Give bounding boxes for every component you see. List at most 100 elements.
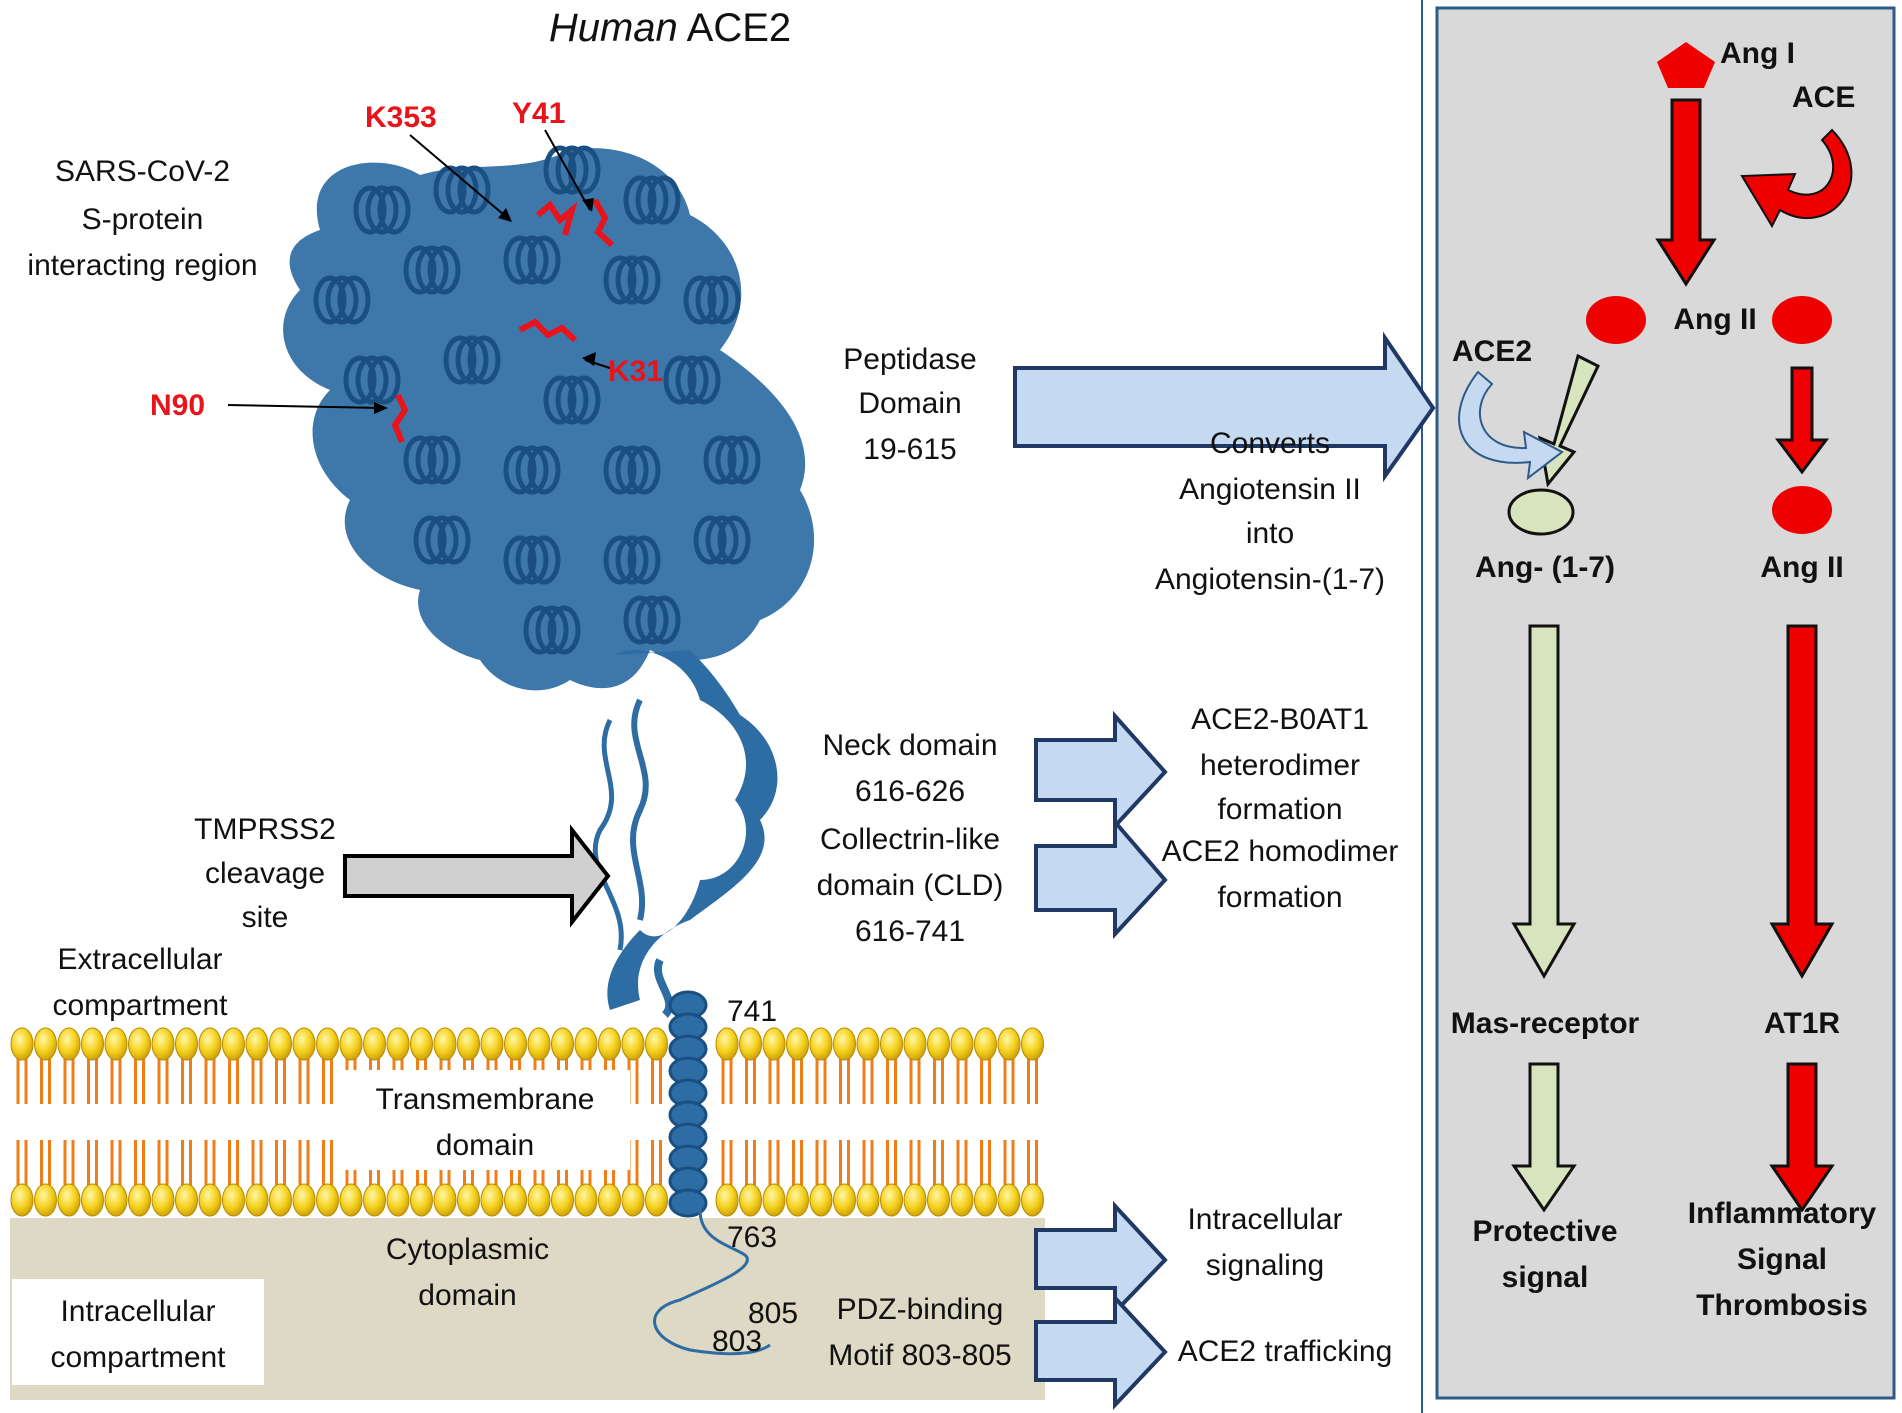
lipid-head — [57, 1027, 81, 1061]
lipid-tail — [815, 1140, 827, 1186]
lipid-tail — [933, 1140, 944, 1186]
helix-coil — [627, 535, 661, 585]
helix-coil — [415, 435, 449, 485]
lipid-head — [81, 1183, 104, 1217]
lipid-head — [363, 1183, 386, 1217]
ang2-right-oval — [1772, 486, 1832, 534]
lipid-head — [269, 1027, 292, 1061]
lipid-head — [104, 1027, 128, 1061]
helix-coil — [523, 605, 557, 655]
homo-label-1: ACE2 homodimer — [1161, 835, 1399, 868]
lipid-head — [856, 1183, 880, 1217]
helix-coil — [615, 535, 649, 585]
ang1-pentagon — [1657, 42, 1715, 88]
lipid-tail — [322, 1058, 333, 1104]
lipid-head — [833, 1183, 856, 1217]
peptidase-label-1: Peptidase — [843, 343, 977, 376]
helix-coil — [527, 535, 561, 585]
lipid-tail — [956, 1140, 968, 1186]
helix-coil — [443, 335, 477, 385]
helix-coil — [427, 435, 461, 485]
lipid-tail — [651, 1140, 662, 1186]
lipid-head — [316, 1027, 339, 1061]
mas-receptor-label: Mas-receptor — [1450, 1007, 1640, 1040]
tmprss2-label-3: site — [241, 901, 289, 934]
residue-y41: Y41 — [512, 97, 566, 130]
helix-coil — [703, 435, 737, 485]
lipid-tail — [745, 1140, 756, 1186]
lipid-tail — [1003, 1140, 1015, 1186]
lipid-head — [292, 1183, 316, 1217]
lipid-tail — [862, 1058, 874, 1104]
lipid-tail — [134, 1058, 145, 1104]
signaling-label-2: signaling — [1205, 1249, 1325, 1282]
lipid-head — [645, 1183, 668, 1217]
lipid-tail — [157, 1140, 169, 1186]
lipid-tail — [886, 1058, 897, 1104]
helix-coil — [457, 165, 491, 215]
residue-741: 741 — [727, 995, 778, 1028]
residue-arrowheads — [374, 198, 596, 414]
ace-curved-arrow — [1740, 128, 1853, 229]
transmembrane-label-2: domain — [435, 1129, 535, 1162]
helix-coil — [367, 355, 401, 405]
ace-label: ACE — [1792, 81, 1856, 114]
helix-coil — [627, 445, 661, 495]
helix-coil — [623, 595, 657, 645]
lipid-head — [104, 1183, 128, 1217]
helix-coil — [415, 245, 449, 295]
helix-coil — [675, 355, 709, 405]
lipid-tail — [1027, 1140, 1038, 1186]
inflammatory-label-3: Thrombosis — [1696, 1289, 1868, 1322]
lipid-head — [880, 1183, 903, 1217]
lipid-head — [621, 1183, 645, 1217]
residue-pointers — [227, 129, 611, 409]
diagram-title: Human ACE2 — [0, 6, 1340, 51]
helix-coil — [615, 255, 649, 305]
protective-label-1: Protective — [1472, 1215, 1618, 1248]
residue-k31: K31 — [608, 355, 664, 388]
helix-coil — [555, 145, 589, 195]
helix-coil — [353, 185, 387, 235]
lipid-tail — [181, 1140, 192, 1186]
intracellular-label-2: compartment — [50, 1341, 226, 1374]
helix-coil — [543, 145, 577, 195]
helix-coil — [603, 255, 637, 305]
trafficking-label: ACE2 trafficking — [1177, 1335, 1393, 1368]
lipid-tail — [40, 1058, 51, 1104]
helix-coil — [717, 515, 751, 565]
lipid-head — [527, 1183, 551, 1217]
lipid-tail — [745, 1058, 756, 1104]
lipid-tail — [228, 1140, 239, 1186]
intracellular-label-1: Intracellular — [60, 1295, 216, 1328]
lipid-tail — [956, 1058, 968, 1104]
lipid-tail — [792, 1058, 803, 1104]
lipid-head — [245, 1027, 269, 1061]
pdz-label-1: PDZ-binding — [836, 1293, 1004, 1326]
inflammatory-label-2: Signal — [1736, 1243, 1827, 1276]
lipid-head — [739, 1027, 762, 1061]
lipid-head — [997, 1027, 1021, 1061]
lipid-head — [245, 1183, 269, 1217]
pdz-label-2: Motif 803-805 — [828, 1339, 1012, 1372]
lipid-head — [433, 1027, 457, 1061]
helix-coil — [567, 375, 601, 425]
lipid-head — [222, 1183, 245, 1217]
lipid-tail — [721, 1140, 733, 1186]
lipid-tail — [87, 1140, 98, 1186]
helix-coil — [627, 255, 661, 305]
hetero-label-2: heterodimer — [1199, 749, 1361, 782]
lipid-head — [927, 1027, 950, 1061]
intracellular-box — [12, 1279, 264, 1385]
lipid-tail — [16, 1058, 28, 1104]
lipid-tail — [1027, 1058, 1038, 1104]
lipid-head — [386, 1027, 410, 1061]
lipid-tail — [63, 1058, 75, 1104]
helix-coil — [687, 355, 721, 405]
helix-coil — [695, 275, 729, 325]
lipid-head — [339, 1183, 363, 1217]
helix-coil — [693, 515, 727, 565]
residue-763: 763 — [727, 1221, 778, 1254]
tmprss2-label-1: TMPRSS2 — [194, 813, 336, 846]
